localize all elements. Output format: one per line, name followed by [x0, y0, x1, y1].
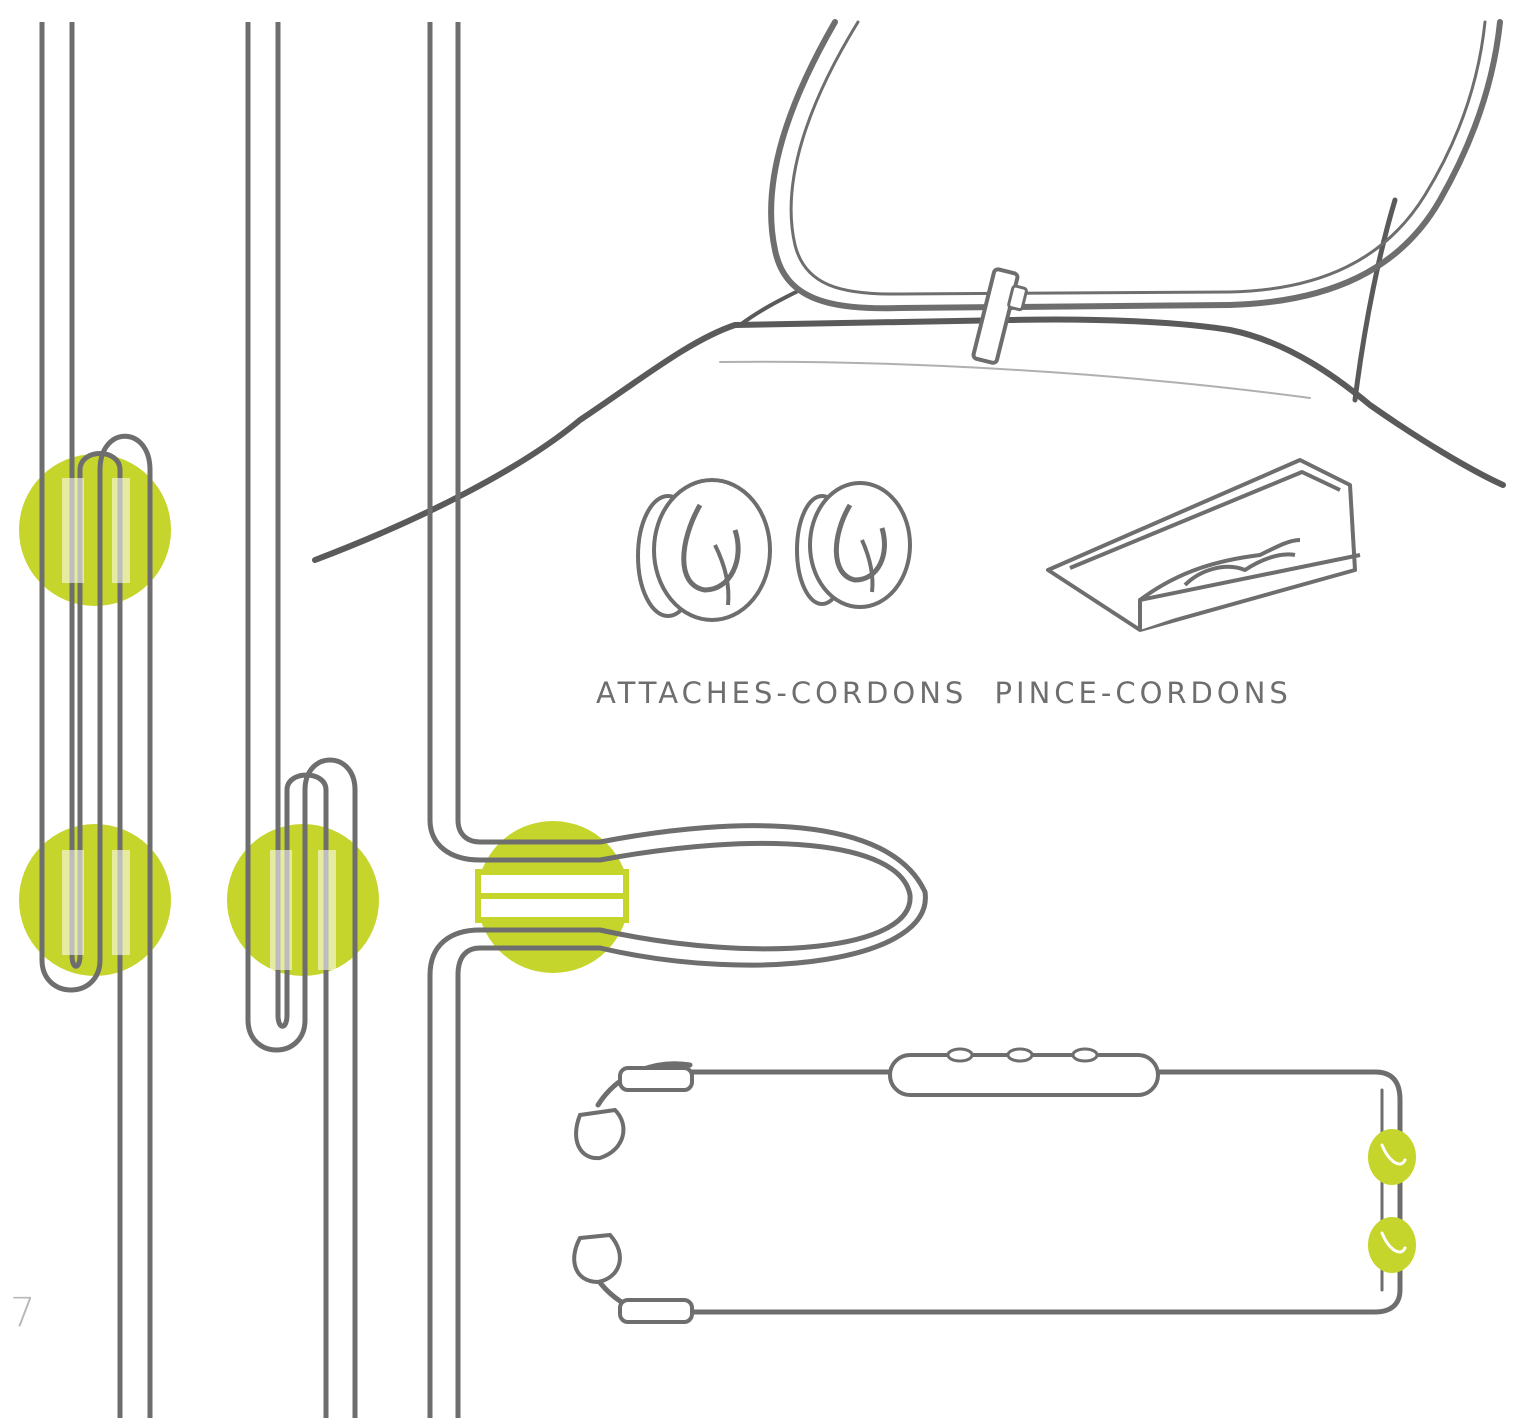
jaybird-logo-cord-tie-icon — [636, 478, 772, 622]
page-number: 7 — [10, 1290, 36, 1336]
shirt-outline — [312, 197, 1506, 563]
neck-cord — [768, 19, 1503, 312]
shirt-clip-icon — [1046, 458, 1361, 632]
cord-accessories-caption: ATTACHES-CORDONS PINCE-CORDONS — [596, 676, 1292, 710]
cord-clips-label: PINCE-CORDONS — [994, 676, 1292, 710]
cord-loop-middle — [227, 22, 379, 1418]
neck-cord-clip — [971, 267, 1028, 365]
jaybird-logo-cord-tie-icon — [795, 481, 912, 609]
cord-loop-left — [19, 22, 171, 1418]
cord-ties-label: ATTACHES-CORDONS — [596, 676, 968, 710]
cord-loop-right — [427, 22, 928, 1418]
wireless-earbuds-icon — [572, 1047, 1416, 1324]
